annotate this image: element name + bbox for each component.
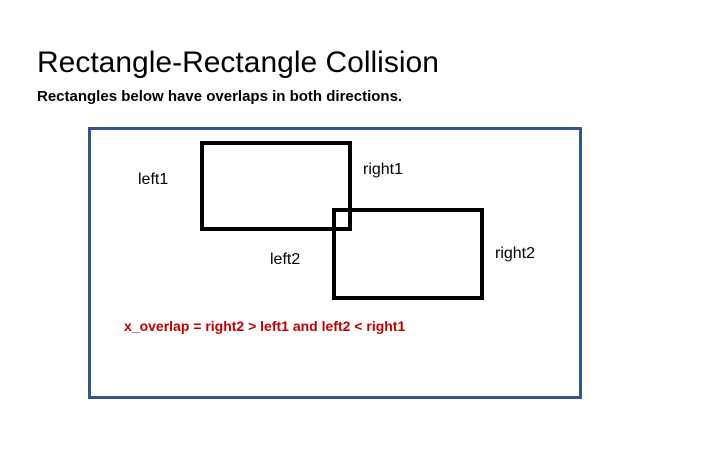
page-title: Rectangle-Rectangle Collision — [37, 46, 439, 79]
rectangle-2 — [332, 208, 484, 300]
overlap-formula: x_overlap = right2 > left1 and left2 < r… — [124, 318, 406, 334]
label-left2: left2 — [270, 251, 301, 268]
label-right2: right2 — [495, 245, 536, 262]
label-left1: left1 — [138, 171, 169, 188]
label-right1: right1 — [363, 161, 404, 178]
rectangle-1 — [200, 141, 352, 231]
diagram-frame: left1 right1 left2 right2 x_overlap = ri… — [88, 127, 582, 399]
page-subtitle: Rectangles below have overlaps in both d… — [37, 88, 403, 105]
